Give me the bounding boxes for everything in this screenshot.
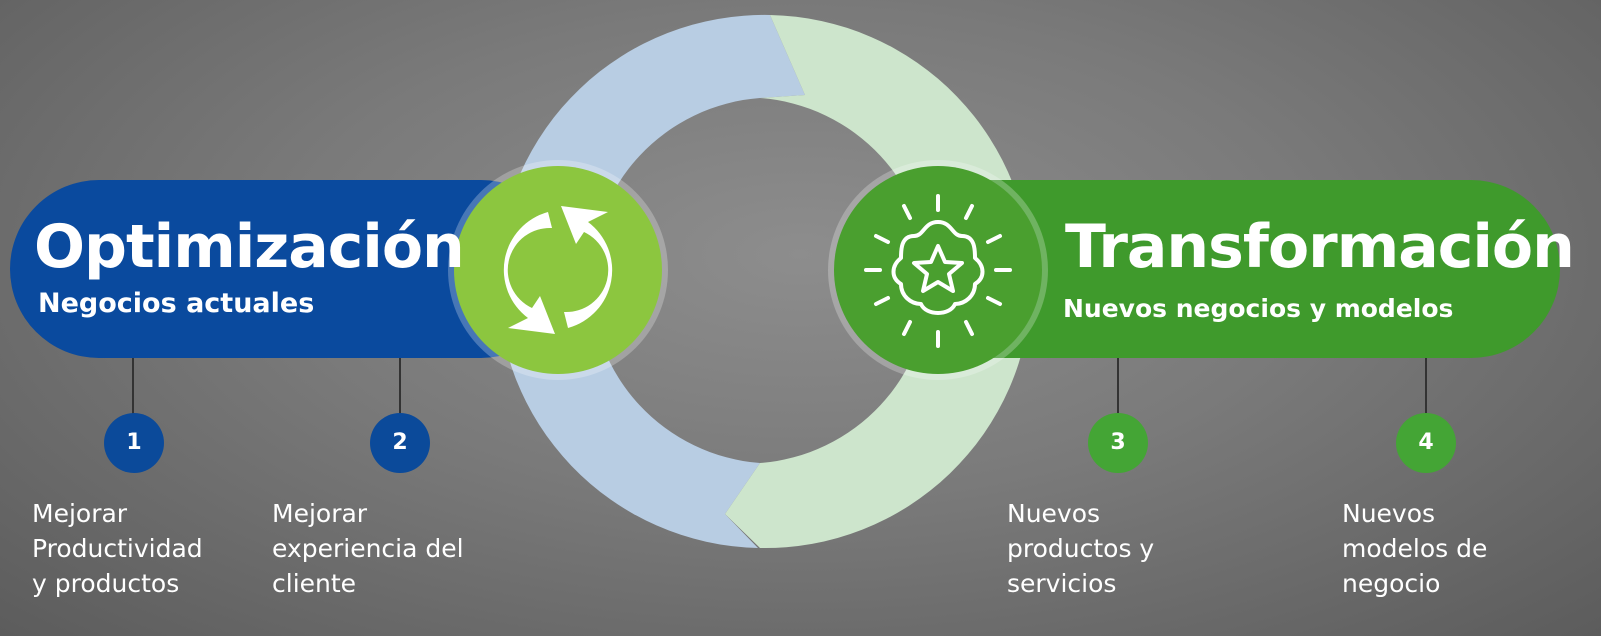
step-3-line-1: Nuevos	[1007, 499, 1101, 528]
step-badge-2: 2	[370, 413, 430, 473]
step-1-line-3: y productos	[32, 569, 180, 598]
star-burst-icon	[828, 160, 1048, 380]
step-4-line-3: negocio	[1342, 569, 1441, 598]
step-1-line-2: Productividad	[32, 534, 203, 563]
transformacion-pill	[900, 180, 1560, 358]
refresh-arrows-icon	[448, 160, 668, 380]
step-2-line-2: experiencia del	[272, 534, 464, 563]
step-2-line-3: cliente	[272, 569, 357, 598]
step-4-line-1: Nuevos	[1342, 499, 1436, 528]
step-3-line-3: servicios	[1007, 569, 1117, 598]
step-description-4: Nuevos modelos de negocio	[1342, 496, 1572, 601]
optimizacion-title: Optimización	[34, 212, 465, 282]
step-2-line-1: Mejorar	[272, 499, 368, 528]
step-3-line-2: productos y	[1007, 534, 1155, 563]
optimizacion-pill	[10, 180, 570, 358]
step-description-2: Mejorar experiencia del cliente	[272, 496, 502, 601]
cycle-arrow-green	[725, 15, 1032, 549]
step-badge-4: 4	[1396, 413, 1456, 473]
step-badge-1: 1	[104, 413, 164, 473]
step-1-line-1: Mejorar	[32, 499, 128, 528]
cycle-arrow-blue	[497, 14, 805, 549]
step-description-3: Nuevos productos y servicios	[1007, 496, 1237, 601]
step-4-line-2: modelos de	[1342, 534, 1488, 563]
transformacion-title: Transformación	[1065, 212, 1575, 282]
transformacion-subtitle: Nuevos negocios y modelos	[1063, 294, 1454, 323]
step-description-1: Mejorar Productividad y productos	[32, 496, 262, 601]
step-badge-3: 3	[1088, 413, 1148, 473]
optimizacion-subtitle: Negocios actuales	[38, 288, 315, 319]
